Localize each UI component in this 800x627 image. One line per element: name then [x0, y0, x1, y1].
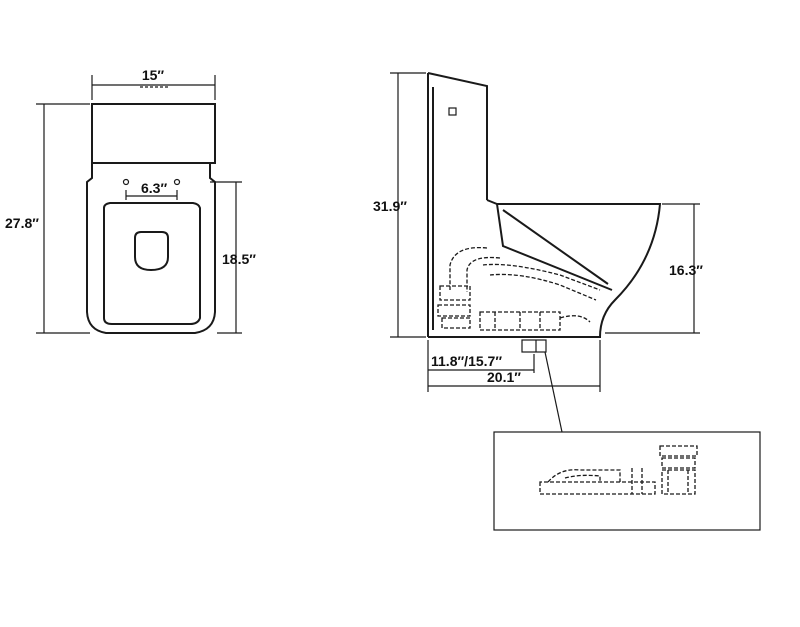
dim-total-height: 31.9″ [373, 198, 407, 214]
dim-bowl-length: 18.5″ [222, 251, 256, 267]
outlet-detail-callout [493, 351, 761, 531]
bolt-hole-right [173, 178, 181, 186]
bolt-hole-left [122, 178, 130, 186]
side-view: 31.9″ 16.3″ 11.8″/15.7″ 20.1″ [373, 72, 703, 392]
seat-outline [103, 202, 201, 325]
trapway-hidden [437, 246, 601, 331]
dim-overall-length: 20.1″ [487, 369, 521, 385]
detail-trapway [539, 445, 698, 495]
rim-line [496, 203, 613, 291]
dim-rough-in: 11.8″/15.7″ [431, 353, 502, 369]
bowl-top-outline [86, 163, 216, 334]
dim-total-depth: 27.8″ [5, 215, 39, 231]
callout-leader [544, 351, 563, 433]
bowl-side-outline [428, 199, 662, 338]
waste-outlet [521, 339, 547, 353]
dim-bolt-spacing: 6.3″ [141, 180, 167, 196]
top-view: 15″ 27.8″ 6.3″ 18.5″ [5, 67, 256, 334]
dim-seat-height: 16.3″ [669, 262, 703, 278]
tank-side-outline [427, 72, 488, 337]
seat-opening [134, 231, 169, 272]
detail-box [493, 431, 761, 531]
dim-top-width: 15″ [142, 67, 165, 83]
tank-top-outline [91, 103, 216, 164]
flush-button [448, 107, 457, 116]
